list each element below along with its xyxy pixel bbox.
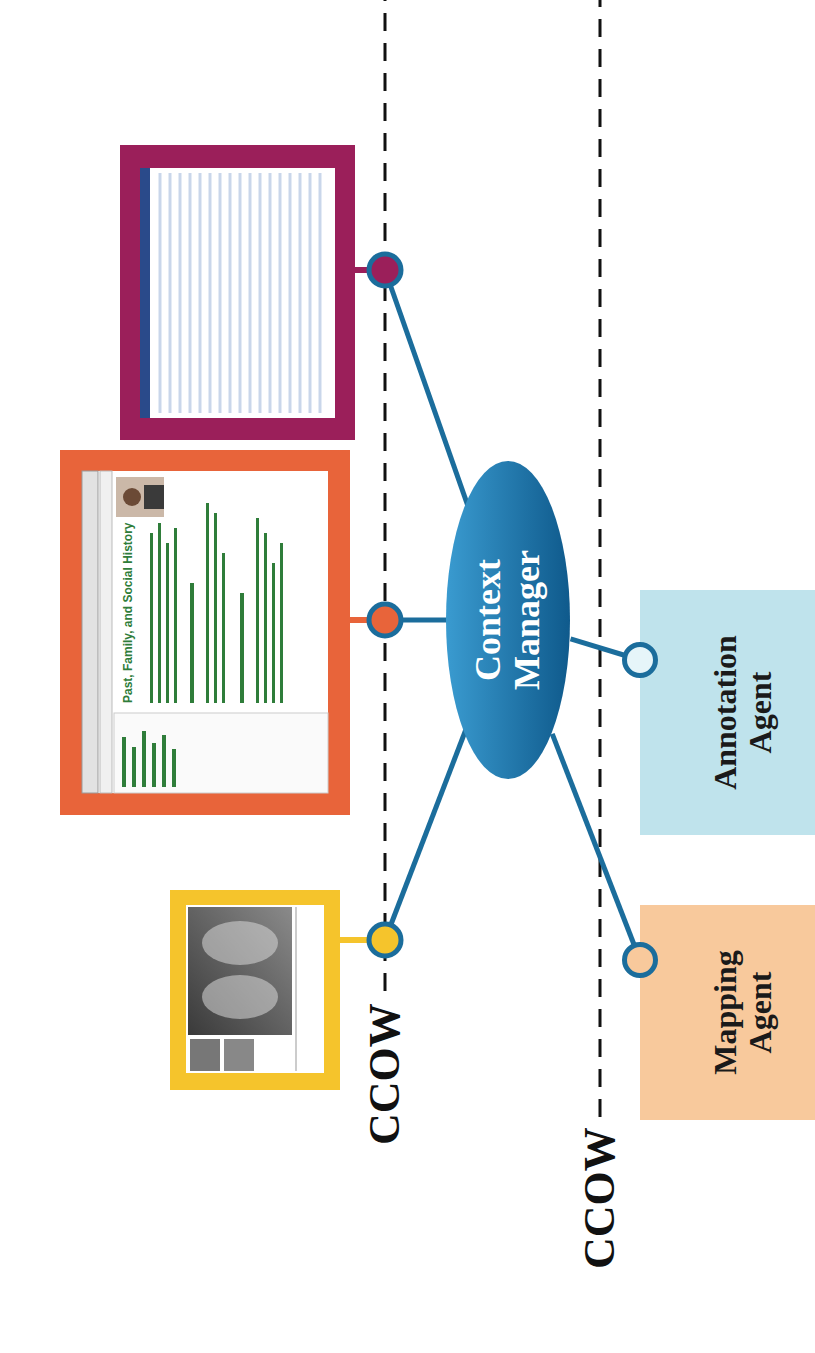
ellipse-shape: [446, 461, 570, 779]
diagram-part: [132, 747, 136, 787]
diagram-part: [144, 485, 164, 509]
diagram-part: [229, 173, 232, 413]
node-text: Annotation Agent: [708, 608, 777, 818]
diagram-part: [289, 173, 292, 413]
diagram-part: [249, 173, 252, 413]
diagram-part: [280, 543, 283, 703]
diagram-part: [174, 528, 177, 703]
diagram-part: [170, 890, 340, 1090]
diagram-part: [264, 533, 267, 703]
diagram-part: [82, 471, 328, 793]
standard-label: CCOW: [576, 1127, 624, 1269]
diagram-part: [188, 907, 292, 1035]
ccow-boundary: [384, 0, 387, 991]
diagram-part: [100, 471, 112, 793]
diagram-part: [152, 743, 156, 787]
diagram-part: [82, 471, 98, 793]
diagram-part: [122, 737, 126, 787]
diagram-part: [355, 267, 368, 273]
diagram-part: [209, 173, 212, 413]
diagram-part: [202, 975, 278, 1019]
diagram-part: [159, 173, 162, 413]
diagram-part: [120, 145, 355, 440]
node-text: Mapping Agent: [708, 918, 777, 1108]
diagram-part: [166, 543, 169, 703]
connector: [552, 734, 640, 960]
diagram-part: [369, 604, 401, 636]
agent-box: Annotation Agent: [640, 590, 815, 835]
diagram-part: [272, 563, 275, 703]
diagram-part: [189, 173, 192, 413]
diagram-part: [122, 503, 283, 787]
diagram-part: [160, 173, 320, 413]
ccow-boundary: [599, 0, 602, 1117]
results-screen: [120, 145, 401, 440]
diagram-part: [224, 1039, 254, 1071]
diagram-part: [296, 907, 297, 1071]
diagram-part: [190, 1039, 220, 1071]
diagram-part: [116, 477, 164, 517]
diagram-part: [309, 173, 312, 413]
port-ring: [622, 942, 658, 978]
diagram-part: [369, 254, 401, 286]
screen-heading: Past, Family, and Social History: [122, 522, 135, 703]
diagram-part: [199, 173, 202, 413]
diagram-part: [150, 533, 153, 703]
diagram-part: [299, 173, 302, 413]
diagram-part: [369, 924, 401, 956]
diagram-part: [219, 173, 222, 413]
diagram-part: [169, 173, 172, 413]
diagram-part: [114, 713, 328, 793]
standard-label: CCOW: [361, 1003, 409, 1145]
diagram-part: [269, 173, 272, 413]
diagram-part: [319, 173, 322, 413]
diagram-part: [140, 168, 335, 418]
diagram-part: [202, 921, 278, 965]
diagram-part: [239, 173, 242, 413]
diagram-part: [186, 905, 324, 1073]
port-ring: [622, 642, 658, 678]
history-screen: [60, 450, 401, 815]
diagram-part: [214, 513, 217, 703]
diagram-part: [222, 553, 225, 703]
diagram-part: [123, 488, 141, 506]
diagram-part: [158, 523, 161, 703]
diagram-part: [60, 450, 350, 815]
agent-box: Mapping Agent: [640, 905, 815, 1120]
diagram-part: [172, 749, 176, 787]
diagram-part: [340, 937, 368, 943]
diagram-part: [162, 735, 166, 787]
node-text: Context Manager: [469, 505, 547, 735]
diagram-part: [256, 518, 259, 703]
diagram-part: [179, 173, 182, 413]
diagram-part: [206, 503, 209, 703]
diagram-part: [259, 173, 262, 413]
diagram-part: [240, 593, 244, 703]
diagram-part: [140, 168, 150, 418]
diagram-part: [190, 583, 194, 703]
diagram-part: [142, 731, 146, 787]
diagram-part: [350, 617, 368, 623]
context-manager: Context Manager: [445, 460, 571, 780]
diagram-part: [279, 173, 282, 413]
